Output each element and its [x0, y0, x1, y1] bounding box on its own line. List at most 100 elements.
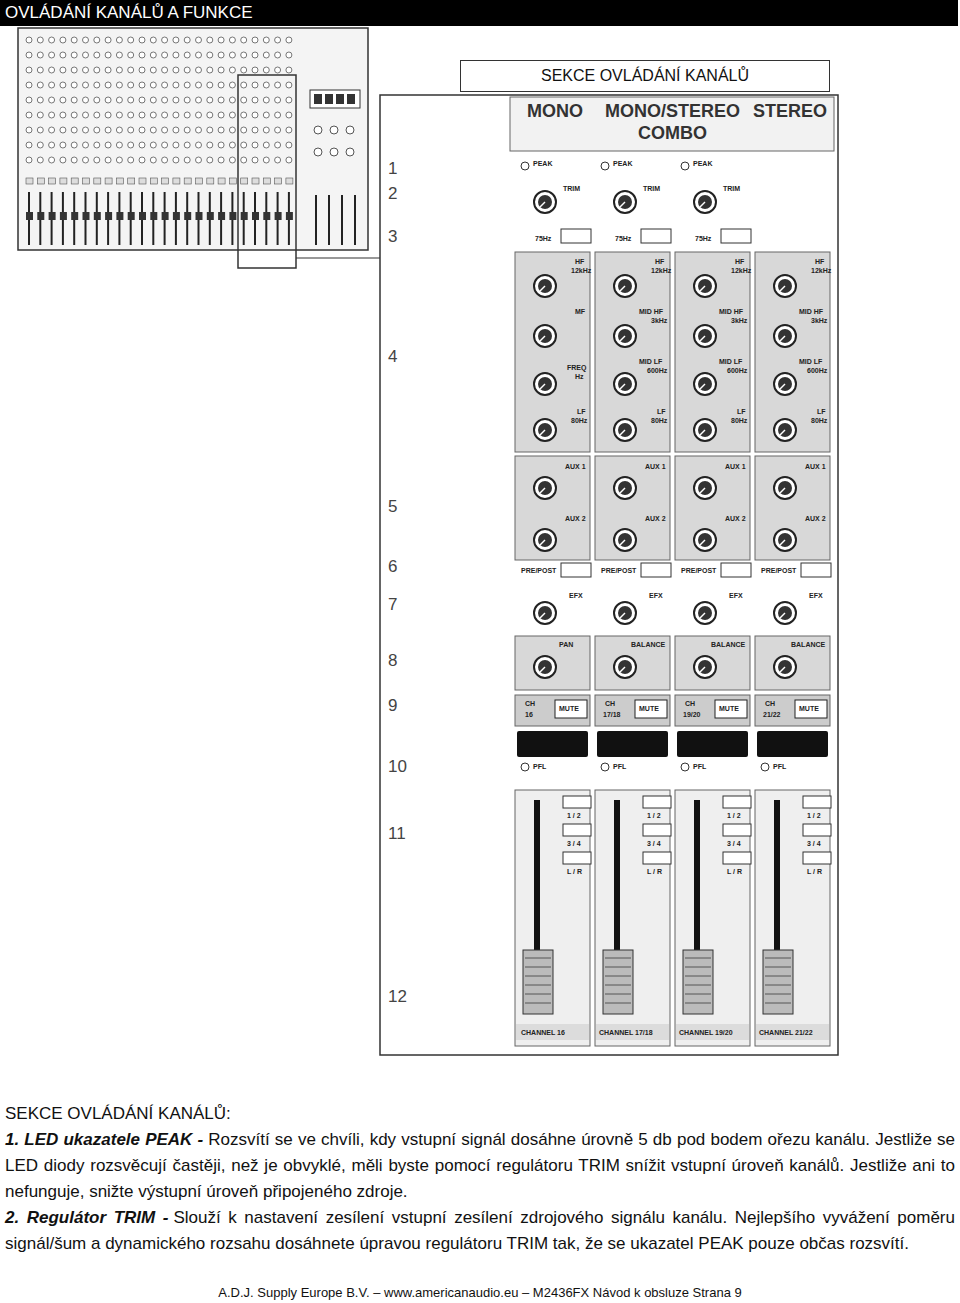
mini-knob: [229, 157, 235, 163]
channel-label: CHANNEL 16: [521, 1029, 565, 1036]
mini-knob: [184, 37, 190, 43]
mini-fader-cap: [116, 212, 123, 220]
channel-label: PEAK: [613, 160, 632, 167]
mini-button: [116, 178, 123, 184]
mini-knob: [252, 67, 258, 73]
mini-knob: [241, 52, 247, 58]
mini-knob: [94, 97, 100, 103]
channel-label: AUX 2: [645, 515, 666, 522]
mini-knob: [184, 112, 190, 118]
mini-knob: [252, 157, 258, 163]
mini-knob: [263, 97, 269, 103]
mini-knob: [116, 82, 122, 88]
mini-knob: [275, 67, 281, 73]
mini-knob: [184, 142, 190, 148]
mini-knob: [173, 142, 179, 148]
mini-knob: [275, 127, 281, 133]
knob-pointer: [700, 613, 705, 618]
fader-grip: [605, 976, 631, 977]
mini-knob: [229, 37, 235, 43]
knob-cap: [538, 660, 552, 674]
knob-pointer: [620, 488, 625, 493]
mini-fader-cap: [60, 212, 67, 220]
mini-knob: [162, 82, 168, 88]
rotary-knob: [774, 325, 796, 347]
mini-knob: [49, 157, 55, 163]
channel-name-plate: [516, 1024, 589, 1040]
mini-knob: [184, 52, 190, 58]
channel-label: MUTE: [719, 705, 739, 712]
channel-label: HF: [575, 258, 584, 265]
mini-knob: [207, 127, 213, 133]
mini-knob: [49, 142, 55, 148]
assign-button: [803, 852, 831, 864]
channel-label: EFX: [729, 592, 743, 599]
mini-button: [162, 178, 169, 184]
channel-label: PRE/POST: [601, 567, 636, 574]
knob-pointer: [780, 613, 785, 618]
rotary-knob: [694, 529, 716, 551]
mini-knob: [263, 157, 269, 163]
channel-label: 3kHz: [731, 317, 747, 324]
mini-knob: [105, 157, 111, 163]
eq-panel: [595, 252, 670, 452]
fader-grip: [525, 967, 551, 968]
callout-number: 6: [388, 558, 397, 575]
knob-cap: [538, 533, 552, 547]
mini-knob: [207, 142, 213, 148]
mini-knob: [139, 82, 145, 88]
fader-grip: [525, 985, 551, 986]
knob-cap: [778, 533, 792, 547]
mini-knob: [116, 157, 122, 163]
knob-cap: [618, 660, 632, 674]
knob-cap: [698, 481, 712, 495]
mini-knob: [71, 67, 77, 73]
knob-cap: [698, 533, 712, 547]
mini-knob: [207, 157, 213, 163]
mini-display: [310, 90, 360, 108]
mini-knob: [286, 157, 292, 163]
knob-cap: [778, 481, 792, 495]
fader-cap: [763, 950, 793, 1014]
knob-pointer: [780, 384, 785, 389]
mixer-overview: [18, 28, 368, 250]
mini-knob: [241, 67, 247, 73]
assign-button: [643, 796, 671, 808]
mini-knob: [26, 67, 32, 73]
knob-pointer: [540, 430, 545, 435]
mini-knob: [37, 67, 43, 73]
title-text: OVLÁDÁNÍ KANÁLŮ A FUNKCE: [5, 4, 253, 21]
channel-label: 600Hz: [647, 367, 667, 374]
mini-knob: [173, 112, 179, 118]
mini-knob: [263, 67, 269, 73]
fader-cap: [683, 950, 713, 1014]
mini-knob: [275, 142, 281, 148]
mini-knob: [49, 37, 55, 43]
channel-label: PAN: [559, 641, 573, 648]
channel-label: MF: [575, 308, 585, 315]
knob-cap: [618, 329, 632, 343]
mini-fader-cap: [207, 212, 214, 220]
callout-number: 9: [388, 697, 397, 714]
rotary-knob: [774, 529, 796, 551]
mini-meter: [347, 94, 355, 104]
mini-knob: [241, 97, 247, 103]
mini-knob: [196, 97, 202, 103]
fader-grip: [525, 976, 551, 977]
mini-fader-cap: [150, 212, 157, 220]
knob-pointer: [540, 202, 545, 207]
channel-label: 19/20: [683, 711, 701, 718]
mini-knob: [286, 142, 292, 148]
mini-knob: [150, 82, 156, 88]
callout-number: 1: [388, 160, 397, 177]
mini-knob: [139, 67, 145, 73]
mini-knob: [49, 52, 55, 58]
mini-knob: [94, 112, 100, 118]
mini-knob: [173, 52, 179, 58]
channel-label: 3kHz: [651, 317, 667, 324]
channel-label: L / R: [807, 868, 822, 875]
mini-knob: [105, 37, 111, 43]
aux-panel: [755, 456, 830, 560]
fader-grip: [605, 994, 631, 995]
fader-grip: [765, 976, 791, 977]
